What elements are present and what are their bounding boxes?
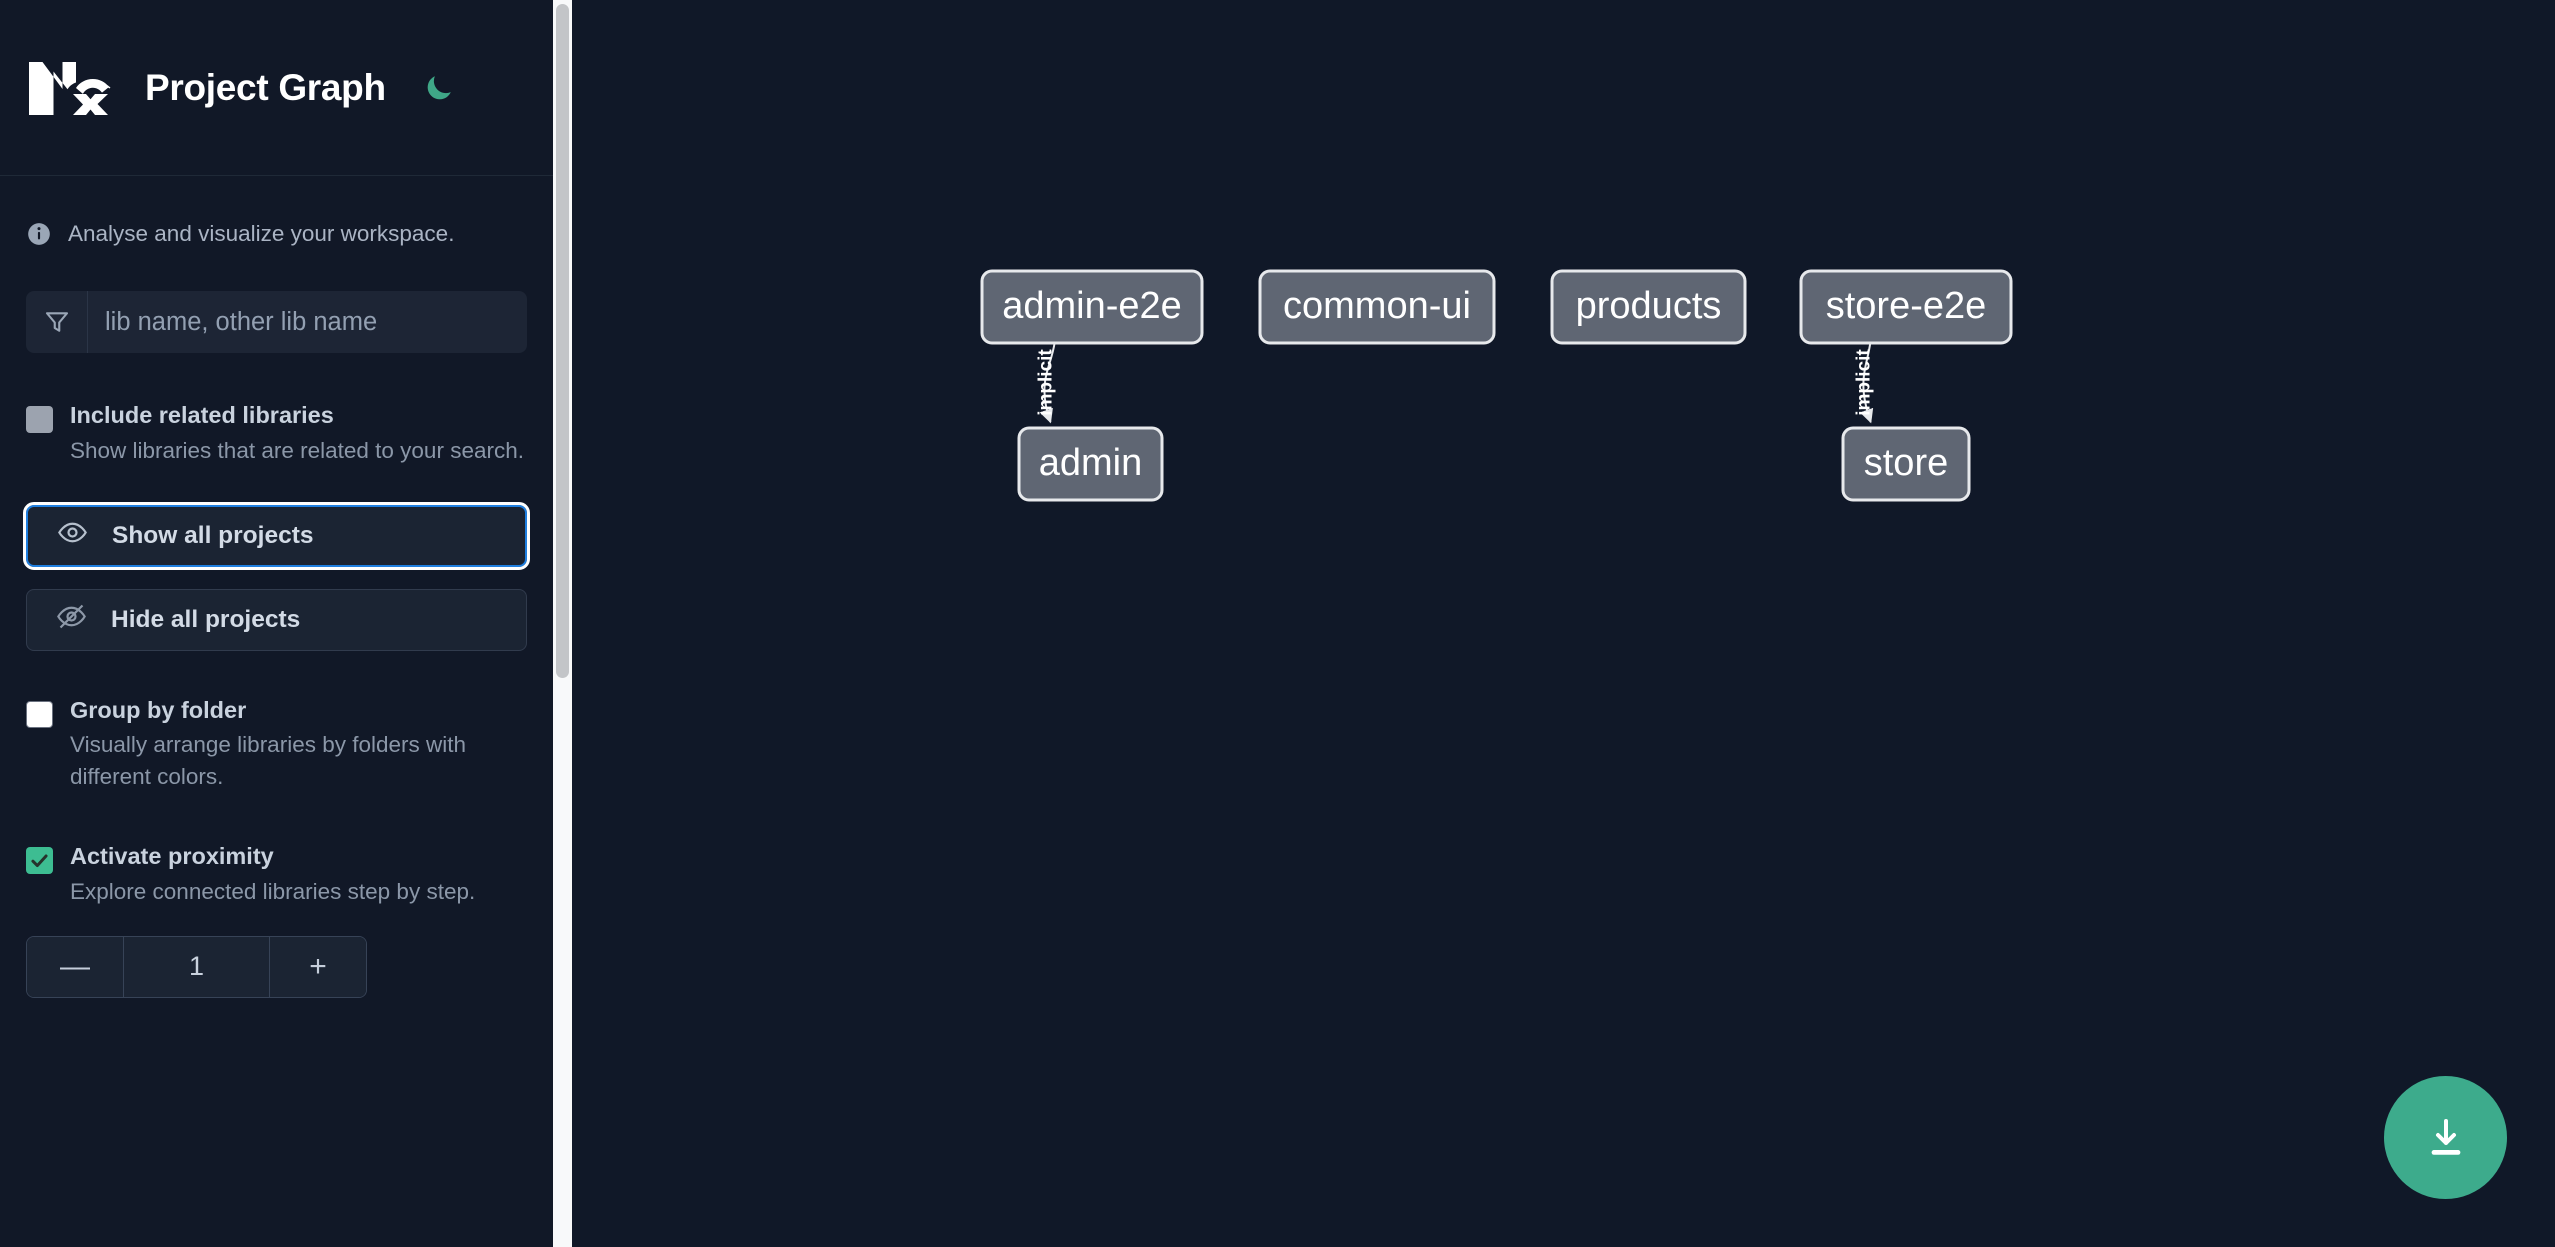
- workspace-note: Analyse and visualize your workspace.: [0, 176, 553, 291]
- sidebar-header: Project Graph: [0, 0, 553, 176]
- node-box: [1550, 269, 1747, 345]
- activate-proximity-label: Activate proximity: [70, 843, 274, 870]
- page-title: Project Graph: [145, 66, 386, 108]
- download-button[interactable]: [2384, 1076, 2507, 1199]
- group-by-folder-checkbox[interactable]: [26, 700, 53, 728]
- graph-node[interactable]: products: [1550, 269, 1747, 345]
- edge-label: implicit: [1036, 349, 1057, 416]
- filter-box: [26, 291, 527, 353]
- graph-canvas[interactable]: implicit implicit admin-e2e common-ui produ…: [572, 0, 2555, 1247]
- graph-nodes: admin-e2e common-ui products store-e2e admin…: [980, 269, 2013, 502]
- graph-node[interactable]: common-ui: [1258, 269, 1496, 345]
- node-label: products: [1576, 285, 1722, 327]
- hide-all-projects-label: Hide all projects: [111, 605, 301, 633]
- option-activate-proximity[interactable]: Activate proximity Explore connected lib…: [26, 841, 527, 908]
- search-input[interactable]: [88, 291, 527, 353]
- group-by-folder-description: Visually arrange libraries by folders wi…: [70, 732, 467, 790]
- activate-proximity-checkbox[interactable]: [26, 847, 53, 875]
- sidebar-body: Include related libraries Show libraries…: [0, 291, 553, 998]
- edge-path: [1859, 342, 1874, 424]
- edge-path: [1039, 342, 1056, 424]
- graph-node[interactable]: store-e2e: [1799, 269, 2013, 345]
- graph-edges: implicit implicit: [1036, 342, 1875, 424]
- moon-icon[interactable]: [419, 68, 459, 108]
- node-label: store-e2e: [1826, 285, 1987, 327]
- activate-proximity-description: Explore connected libraries step by step…: [70, 878, 476, 904]
- node-label: common-ui: [1283, 285, 1471, 327]
- include-related-libraries-description: Show libraries that are related to your …: [70, 437, 524, 463]
- nx-logo-icon: [26, 57, 112, 119]
- option-group-by-folder[interactable]: Group by folder Visually arrange librari…: [26, 695, 527, 794]
- sidebar-scrollbar[interactable]: [553, 0, 572, 1247]
- edge-label: implicit: [1854, 349, 1875, 416]
- proximity-increment-button[interactable]: +: [270, 936, 366, 997]
- visibility-buttons: Show all projects Hide all projects: [23, 501, 530, 651]
- node-box: [1017, 426, 1164, 502]
- filter-funnel-icon[interactable]: [26, 291, 88, 353]
- include-related-libraries-checkbox[interactable]: [26, 406, 53, 433]
- proximity-decrement-button[interactable]: —: [27, 936, 123, 997]
- proximity-stepper: — 1 +: [26, 935, 367, 998]
- workspace-note-text: Analyse and visualize your workspace.: [68, 220, 455, 246]
- graph-node[interactable]: admin-e2e: [980, 269, 1204, 345]
- node-label: admin: [1039, 442, 1143, 484]
- hide-all-projects-button[interactable]: Hide all projects: [26, 588, 527, 651]
- node-box: [1799, 269, 2013, 345]
- node-box: [1841, 426, 1971, 502]
- eye-icon: [57, 517, 88, 555]
- graph-edge[interactable]: implicit: [1036, 342, 1057, 424]
- project-graph-svg: implicit implicit admin-e2e common-ui produ…: [980, 269, 2013, 502]
- show-all-projects-label: Show all projects: [112, 521, 314, 549]
- graph-node[interactable]: store: [1841, 426, 1971, 502]
- include-related-libraries-label: Include related libraries: [70, 402, 334, 428]
- node-label: store: [1864, 442, 1948, 484]
- node-box: [980, 269, 1204, 345]
- node-box: [1258, 269, 1496, 345]
- sidebar-scrollbar-thumb[interactable]: [556, 4, 569, 678]
- proximity-value[interactable]: 1: [123, 936, 270, 997]
- group-by-folder-label: Group by folder: [70, 696, 247, 723]
- show-all-projects-button[interactable]: Show all projects: [23, 501, 530, 570]
- graph-edge[interactable]: implicit: [1854, 342, 1875, 424]
- eye-off-icon: [56, 601, 87, 639]
- option-include-related-libraries[interactable]: Include related libraries Show libraries…: [26, 400, 527, 467]
- node-label: admin-e2e: [1002, 285, 1182, 327]
- info-icon: [26, 221, 52, 247]
- sidebar: Project Graph Analyse and visualize your…: [0, 0, 572, 1247]
- graph-node[interactable]: admin: [1017, 426, 1164, 502]
